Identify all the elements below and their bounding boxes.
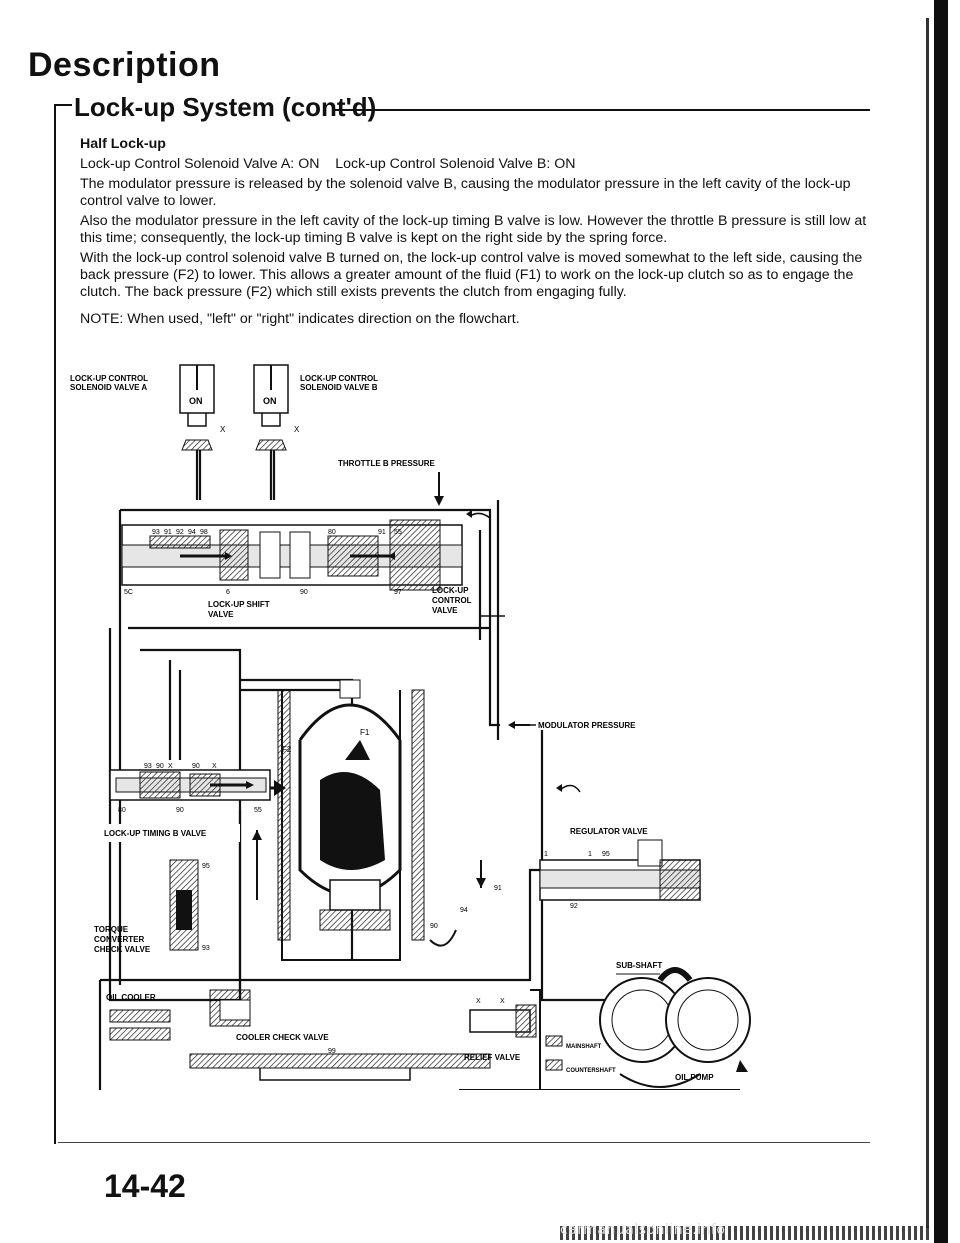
- oil-cooler-label: OIL COOLER: [106, 993, 156, 1002]
- f1-label: F1: [360, 728, 370, 737]
- port-93-c: 93: [202, 945, 210, 952]
- shift-valve-label-2: VALVE: [208, 610, 234, 619]
- port-x-b: X: [294, 425, 300, 434]
- port-95: 95: [602, 851, 610, 858]
- watermark: carmanualsonline.info: [560, 1222, 726, 1238]
- port-93: 93: [152, 529, 160, 536]
- solenoid-b-state: ON: [263, 396, 277, 406]
- regulator-label: REGULATOR VALVE: [570, 827, 648, 836]
- section-title: Lock-up System (cont'd): [74, 92, 387, 123]
- hydraulic-flowchart: LOCK-UP CONTROL SOLENOID VALVE A ON X ON…: [70, 364, 751, 1090]
- oil-cooler: OIL COOLER: [99, 993, 171, 1090]
- fluid-passages: [98, 450, 700, 1090]
- solenoid-a-label-1: LOCK-UP CONTROL: [70, 374, 148, 383]
- port-55-b: 55: [254, 807, 262, 814]
- f2-label: F2: [282, 745, 292, 754]
- converter-label-1: TORQUE: [94, 925, 129, 934]
- section-left-tick: [54, 104, 72, 106]
- cooler-check-label: COOLER CHECK VALVE: [236, 1033, 329, 1042]
- solenoid-b-label-2: SOLENOID VALVE B: [300, 383, 378, 392]
- shafts: SUB-SHAFT MAINSHAFT COUNTERSHAFT: [545, 961, 662, 1074]
- control-valve-label-1: LOCK-UP: [432, 586, 469, 595]
- sub-shaft-label: SUB-SHAFT: [616, 961, 662, 970]
- port-98: 98: [200, 529, 208, 536]
- relief-valve: X X RELIEF VALVE: [464, 989, 541, 1090]
- shift-valve-label-1: LOCK-UP SHIFT: [208, 600, 270, 609]
- port-90-a: 90: [300, 589, 308, 596]
- port-90-d: 90: [192, 763, 200, 770]
- port-6: 6: [226, 589, 230, 596]
- paragraph-1: The modulator pressure is released by th…: [80, 176, 851, 209]
- solenoid-b-label-1: LOCK-UP CONTROL: [300, 374, 378, 383]
- throttle-pressure-label: THROTTLE B PRESSURE: [338, 459, 436, 468]
- port-x-d: X: [212, 763, 217, 770]
- timing-b-label: LOCK-UP TIMING B VALVE: [104, 829, 207, 838]
- port-x-c: X: [168, 763, 173, 770]
- page-edge-shadow: [926, 18, 929, 1228]
- description-text: Half Lock-up Lock-up Control Solenoid Va…: [80, 136, 880, 331]
- port-5c: 5C: [124, 589, 133, 596]
- port-94: 94: [188, 529, 196, 536]
- torque-converter: F1 F2 94 90 91: [252, 679, 502, 961]
- port-1-b: 1: [588, 851, 592, 858]
- mainshaft-label: MAINSHAFT: [566, 1044, 602, 1050]
- page-edge-bar: [934, 0, 948, 1243]
- note: NOTE: When used, "left" or "right" indic…: [80, 311, 520, 327]
- port-90-c: 90: [156, 763, 164, 770]
- port-94-b: 94: [460, 907, 468, 914]
- port-99: 99: [328, 1048, 336, 1055]
- port-95-b: 95: [202, 863, 210, 870]
- converter-label-3: CHECK VALVE: [94, 945, 151, 954]
- relief-label: RELIEF VALVE: [464, 1053, 521, 1062]
- page-title: Description: [28, 46, 221, 84]
- port-91: 91: [164, 529, 172, 536]
- port-80-a: 80: [328, 529, 336, 536]
- port-90-b: 90: [430, 923, 438, 930]
- subheading: Half Lock-up: [80, 136, 166, 152]
- port-x-f: X: [500, 998, 505, 1005]
- port-92-b: 92: [570, 903, 578, 910]
- page-number: 14-42: [104, 1168, 186, 1204]
- modulator-pressure: MODULATOR PRESSURE: [508, 721, 636, 730]
- port-90-e: 90: [176, 807, 184, 814]
- paragraph-3: With the lock-up control solenoid valve …: [80, 250, 863, 300]
- port-97: 97: [394, 589, 402, 596]
- section-left-rule: [54, 104, 56, 1144]
- solenoid-status: Lock-up Control Solenoid Valve A: ON Loc…: [80, 156, 576, 172]
- solenoid-a-label-2: SOLENOID VALVE A: [70, 383, 147, 392]
- port-91-c: 91: [494, 885, 502, 892]
- cooler-check-valve: COOLER CHECK VALVE 99: [189, 989, 491, 1081]
- regulator-valve: REGULATOR VALVE 1 1 95 92: [539, 784, 701, 910]
- port-93-b: 93: [144, 763, 152, 770]
- solenoid-valve-a: LOCK-UP CONTROL SOLENOID VALVE A ON X: [70, 364, 226, 451]
- control-valve-label-3: VALVE: [432, 606, 458, 615]
- port-x-a: X: [220, 425, 226, 434]
- countershaft-label: COUNTERSHAFT: [566, 1068, 616, 1074]
- lock-up-shift-valve: 93 91 92 94 98 5C 6 90 97 80 91 55 LOCK-…: [121, 510, 505, 622]
- port-92: 92: [176, 529, 184, 536]
- section-title-rule: [334, 109, 870, 111]
- lock-up-timing-b-valve: 93 90 X 90 X 80 90 55 LOCK-UP TIMING B V…: [100, 763, 271, 842]
- port-91-b: 91: [378, 529, 386, 536]
- torque-converter-check-valve: 95 93 TORQUE CONVERTER CHECK VALVE: [94, 859, 210, 954]
- scan-artifact-stripes: [560, 1226, 930, 1240]
- solenoid-valve-b: ON X LOCK-UP CONTROL SOLENOID VALVE B: [253, 364, 378, 451]
- port-80-b: 80: [118, 807, 126, 814]
- port-55-a: 55: [394, 529, 402, 536]
- port-1-a: 1: [544, 851, 548, 858]
- port-x-e: X: [476, 998, 481, 1005]
- paragraph-2: Also the modulator pressure in the left …: [80, 213, 867, 246]
- control-valve-label-2: CONTROL: [432, 596, 472, 605]
- oil-pump: OIL PUMP: [599, 967, 751, 1088]
- solenoid-a-state: ON: [189, 396, 203, 406]
- converter-label-2: CONVERTER: [94, 935, 144, 944]
- bottom-rule: [58, 1142, 870, 1143]
- oil-pump-label: OIL PUMP: [675, 1073, 714, 1082]
- modulator-label: MODULATOR PRESSURE: [538, 721, 636, 730]
